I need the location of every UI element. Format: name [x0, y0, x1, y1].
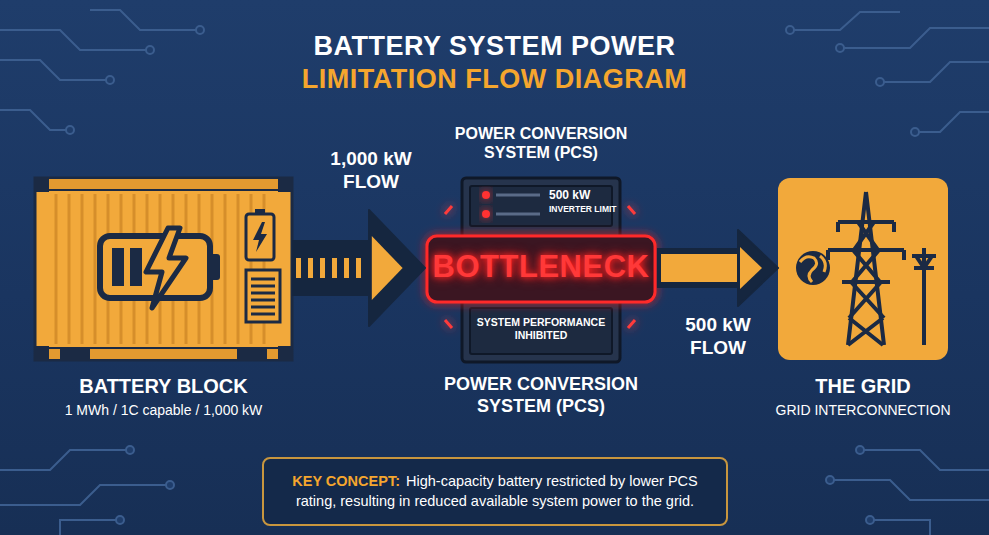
flow-arrow: [292, 210, 425, 326]
vent-slot: [251, 292, 275, 295]
corrugation-line: [81, 194, 84, 344]
vent-slot: [251, 313, 275, 316]
grid-node: THE GRIDGRID INTERCONNECTION: [778, 178, 948, 423]
circuit-traces: [0, 10, 989, 535]
vent-slot: [251, 299, 275, 302]
vent-slot: [251, 278, 275, 281]
node-heading: THE GRID: [763, 374, 963, 398]
flow-label: 500 kW FLOW: [660, 314, 776, 360]
battery-block: BATTERY BLOCK1 MWh / 1C capable / 1,000 …: [35, 178, 292, 423]
arrow-head-core: [740, 247, 762, 289]
pcs-unit: POWER CONVERSION SYSTEM (PCS) 500 kW INVER…: [425, 120, 657, 425]
corrugation-line: [68, 194, 71, 344]
rating-note: INVERTER LIMIT: [549, 204, 635, 214]
node-heading: POWER CONVERSION SYSTEM (PCS): [441, 124, 641, 162]
warning-text: BOTTLENECK: [425, 251, 657, 282]
corrugation-line: [224, 194, 227, 344]
subtitle: LIMITATION FLOW DIAGRAM: [0, 63, 989, 95]
flow-arrow: [657, 230, 778, 306]
vent-slot: [251, 285, 275, 288]
arrow-head: [369, 210, 425, 326]
battery-container: [35, 178, 292, 360]
arrow-head-core: [372, 236, 403, 300]
arrow-core: [661, 254, 740, 282]
corrugation-line: [55, 194, 58, 344]
grid-panel: [778, 178, 948, 360]
key-concept-box: KEY CONCEPT:High-capacity battery restri…: [262, 457, 728, 526]
flow-label: 1,000 kW FLOW: [313, 148, 429, 194]
key-heading: KEY CONCEPT:: [292, 473, 400, 489]
arrow-head: [738, 230, 778, 306]
corrugation-line: [237, 194, 240, 344]
title: BATTERY SYSTEM POWER: [0, 30, 989, 62]
node-subtitle: 1 MWh / 1C capable / 1,000 kW: [25, 402, 302, 419]
node-subtitle: GRID INTERCONNECTION: [763, 402, 963, 419]
node-heading: BATTERY BLOCK: [25, 374, 302, 398]
battery-icon: [100, 228, 220, 308]
rating-value: 500 kW: [549, 188, 635, 202]
arrow-core: [296, 258, 371, 278]
vent-slot: [251, 306, 275, 309]
status-text: SYSTEM PERFORMANCE INHIBITED: [461, 316, 621, 341]
node-heading: POWER CONVERSION SYSTEM (PCS): [431, 374, 651, 417]
status-panel: [246, 209, 280, 322]
corrugation-line: [94, 194, 97, 344]
